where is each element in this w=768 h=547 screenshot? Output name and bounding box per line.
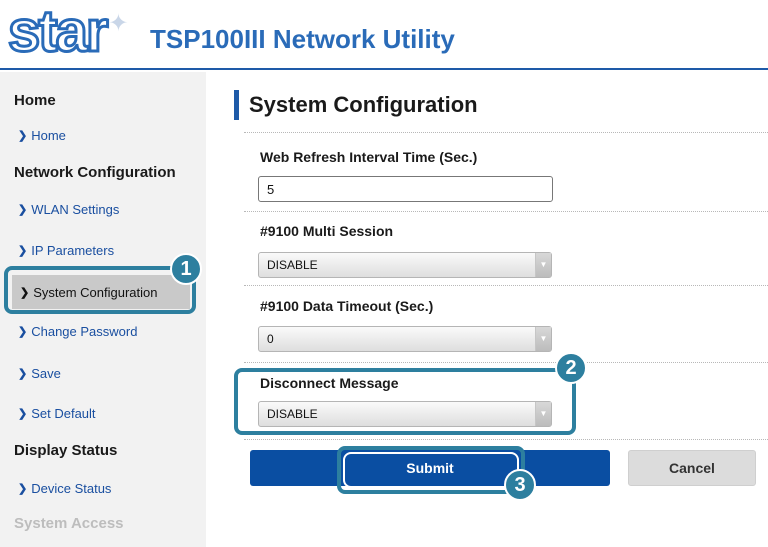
chevron-right-icon: ❯ — [20, 286, 30, 299]
chevron-right-icon: ❯ — [18, 245, 28, 257]
app-title: TSP100III Network Utility — [150, 24, 455, 54]
chevron-right-icon: ❯ — [18, 130, 28, 142]
callout-highlight-2 — [234, 368, 576, 435]
callout-badge-3: 3 — [504, 469, 536, 501]
sidebar-heading-system-access: System Access — [14, 515, 124, 532]
logo-text: star — [6, 0, 109, 64]
sidebar-item-label: WLAN Settings — [31, 202, 120, 217]
sidebar-item-wlan-settings[interactable]: ❯ WLAN Settings — [18, 202, 119, 217]
sidebar-item-ip-parameters[interactable]: ❯ IP Parameters — [18, 243, 114, 258]
sidebar-item-label: IP Parameters — [31, 243, 115, 258]
sidebar-item-label: System Configuration — [33, 284, 158, 300]
sidebar-item-device-status[interactable]: ❯ Device Status — [18, 481, 111, 496]
sidebar-item-change-password[interactable]: ❯ Change Password — [18, 324, 137, 339]
sidebar-item-set-default[interactable]: ❯ Set Default — [18, 406, 96, 421]
multi-session-label: #9100 Multi Session — [260, 223, 394, 239]
sidebar-item-label: Home — [31, 128, 66, 143]
sidebar-nav: Home ❯ Home Network Configuration ❯ WLAN… — [0, 72, 206, 547]
app-header: star ✦ TSP100III Network Utility — [0, 0, 768, 70]
sidebar-item-label: Device Status — [31, 481, 112, 496]
sidebar-item-label: Change Password — [31, 324, 138, 339]
divider — [244, 211, 768, 212]
sidebar-heading-display-status: Display Status — [14, 442, 118, 459]
dropdown-arrow-icon: ▼ — [535, 253, 551, 277]
web-refresh-input[interactable] — [258, 176, 553, 202]
disconnect-message-value: DISABLE — [267, 407, 318, 421]
callout-badge-2: 2 — [555, 352, 587, 384]
sidebar-item-label: Set Default — [31, 406, 96, 421]
cancel-button[interactable]: Cancel — [628, 450, 756, 486]
chevron-right-icon: ❯ — [18, 368, 28, 380]
chevron-right-icon: ❯ — [18, 483, 28, 495]
data-timeout-label: #9100 Data Timeout (Sec.) — [260, 298, 434, 314]
page-title: System Configuration — [234, 90, 478, 120]
sidebar-item-label: Save — [31, 366, 61, 381]
divider — [244, 132, 768, 133]
star-icon: ✦ — [108, 9, 129, 37]
star-logo: star ✦ — [6, 0, 129, 64]
chevron-right-icon: ❯ — [18, 408, 28, 420]
disconnect-message-select[interactable]: DISABLE ▼ — [258, 401, 552, 427]
callout-badge-1: 1 — [170, 253, 202, 285]
sidebar-item-save[interactable]: ❯ Save — [18, 366, 61, 381]
data-timeout-select[interactable]: 0 ▼ — [258, 326, 552, 352]
sidebar-item-home[interactable]: ❯ Home — [18, 128, 66, 143]
submit-button[interactable]: Submit — [250, 450, 610, 486]
divider — [244, 362, 768, 363]
dropdown-arrow-icon: ▼ — [535, 402, 551, 426]
sidebar-heading-home: Home — [14, 92, 56, 109]
multi-session-value: DISABLE — [267, 258, 318, 272]
callout-highlight-1 — [4, 266, 196, 314]
callout-inner-highlight-3 — [343, 452, 519, 488]
web-refresh-label: Web Refresh Interval Time (Sec.) — [260, 149, 478, 165]
chevron-right-icon: ❯ — [18, 204, 28, 216]
main-content: System Configuration Web Refresh Interva… — [206, 72, 768, 547]
dropdown-arrow-icon: ▼ — [535, 327, 551, 351]
divider — [244, 285, 768, 286]
disconnect-message-label: Disconnect Message — [260, 375, 399, 391]
multi-session-select[interactable]: DISABLE ▼ — [258, 252, 552, 278]
sidebar-heading-network-configuration: Network Configuration — [14, 164, 176, 181]
chevron-right-icon: ❯ — [18, 326, 28, 338]
divider — [244, 439, 768, 440]
data-timeout-value: 0 — [267, 332, 274, 346]
sidebar-item-system-configuration[interactable]: ❯ System Configuration — [12, 275, 190, 309]
